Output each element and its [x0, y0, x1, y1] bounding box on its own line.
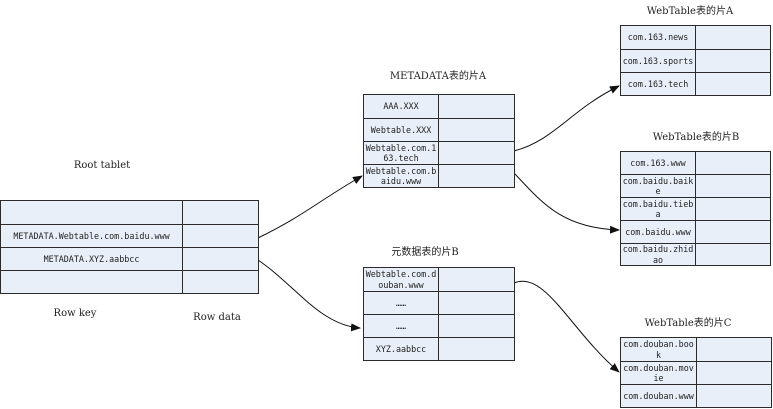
row-data-cell	[696, 175, 770, 197]
row-key-cell: com.douban.movie	[621, 362, 697, 384]
row-key-cell: com.baidu.www	[621, 221, 696, 243]
row-data-cell	[439, 292, 514, 314]
row-data-cell	[696, 152, 770, 174]
table-row: com.baidu.tieba	[621, 197, 770, 220]
row-key-cell: com.baidu.zhidao	[621, 244, 696, 265]
arrow-root-to-meta-a	[257, 175, 363, 239]
table-row: com.baidu.zhidao	[621, 243, 770, 265]
table-row: Webtable.com.baidu.www	[364, 164, 514, 187]
table-row	[1, 270, 258, 293]
table-row	[1, 201, 258, 224]
row-key-cell: com.163.tech	[621, 73, 696, 95]
row-key-cell: Webtable.com.163.tech	[364, 142, 439, 164]
row-key-cell: METADATA.XYZ.aabbcc	[1, 248, 183, 270]
table-row: com.douban.movie	[621, 361, 771, 384]
row-data-cell	[183, 201, 258, 224]
web-a-title: WebTable表的片A	[646, 6, 734, 17]
row-key-cell	[1, 271, 183, 293]
table-row: ……	[364, 314, 514, 337]
row-key-cell	[1, 201, 183, 224]
row-data-cell	[439, 338, 514, 360]
row-key-cell: ……	[364, 315, 439, 337]
meta-b-title: 元数据表的片B	[391, 247, 459, 258]
meta-a-title: METADATA表的片A	[389, 71, 487, 82]
table-row: com.douban.www	[621, 384, 771, 407]
table-row: Webtable.XXX	[364, 118, 514, 141]
arrow-meta-a-to-web-a	[513, 85, 620, 152]
table-row: com.douban.book	[621, 338, 771, 361]
table-row: ……	[364, 291, 514, 314]
row-data-cell	[697, 385, 771, 407]
table-row: com.163.www	[621, 152, 770, 174]
row-key-cell: Webtable.com.baidu.www	[364, 165, 439, 187]
table-row: com.163.news	[621, 26, 770, 49]
row-data-cell	[697, 338, 771, 361]
row-data-cell	[439, 119, 514, 141]
row-key-cell: com.douban.book	[621, 338, 697, 361]
row-data-cell	[697, 362, 771, 384]
row-data-cell	[696, 26, 770, 49]
row-key-cell: com.163.news	[621, 26, 696, 49]
table-row: com.baidu.www	[621, 220, 770, 243]
table-row: com.163.tech	[621, 72, 770, 95]
row-key-label: Row key	[53, 308, 97, 319]
root-tablet-table: METADATA.Webtable.com.baidu.www METADATA…	[0, 200, 259, 294]
web-b-table: com.163.www com.baidu.baike com.baidu.ti…	[620, 151, 771, 266]
table-row: com.baidu.baike	[621, 174, 770, 197]
root-tablet-title: Root tablet	[73, 160, 131, 171]
row-key-cell: XYZ.aabbcc	[364, 338, 439, 360]
row-data-cell	[696, 50, 770, 72]
row-key-cell: ……	[364, 292, 439, 314]
arrow-root-to-meta-b	[257, 259, 361, 332]
row-key-cell: AAA.XXX	[364, 95, 439, 118]
row-data-cell	[696, 244, 770, 265]
row-data-cell	[696, 198, 770, 220]
row-data-cell	[696, 221, 770, 243]
meta-a-table: AAA.XXX Webtable.XXX Webtable.com.163.te…	[363, 94, 515, 188]
meta-b-table: Webtable.com.douban.www …… …… XYZ.aabbcc	[363, 267, 515, 361]
arrow-meta-a-to-web-b	[513, 172, 620, 234]
row-data-cell	[183, 248, 258, 270]
row-key-cell: com.douban.www	[621, 385, 697, 407]
row-data-cell	[439, 165, 514, 187]
row-data-cell	[439, 268, 514, 291]
row-key-cell: METADATA.Webtable.com.baidu.www	[1, 225, 183, 247]
web-a-table: com.163.news com.163.sports com.163.tech	[620, 25, 771, 96]
row-key-cell: com.baidu.tieba	[621, 198, 696, 220]
table-row: Webtable.com.163.tech	[364, 141, 514, 164]
row-data-cell	[183, 225, 258, 247]
row-data-cell	[696, 73, 770, 95]
row-data-cell	[439, 95, 514, 118]
row-key-cell: Webtable.XXX	[364, 119, 439, 141]
row-data-cell	[439, 315, 514, 337]
row-key-cell: com.163.sports	[621, 50, 696, 72]
web-b-title: WebTable表的片B	[652, 132, 740, 143]
web-c-table: com.douban.book com.douban.movie com.dou…	[620, 337, 772, 408]
table-row: METADATA.Webtable.com.baidu.www	[1, 224, 258, 247]
row-data-label: Row data	[193, 312, 241, 323]
table-row: com.163.sports	[621, 49, 770, 72]
row-key-cell: com.163.www	[621, 152, 696, 174]
arrow-meta-b-to-web-c	[513, 280, 620, 373]
web-c-title: WebTable表的片C	[644, 318, 732, 329]
table-row: Webtable.com.douban.www	[364, 268, 514, 291]
row-data-cell	[183, 271, 258, 293]
table-row: AAA.XXX	[364, 95, 514, 118]
table-row: METADATA.XYZ.aabbcc	[1, 247, 258, 270]
row-data-cell	[439, 142, 514, 164]
table-row: XYZ.aabbcc	[364, 337, 514, 360]
row-key-cell: Webtable.com.douban.www	[364, 268, 439, 291]
row-key-cell: com.baidu.baike	[621, 175, 696, 197]
